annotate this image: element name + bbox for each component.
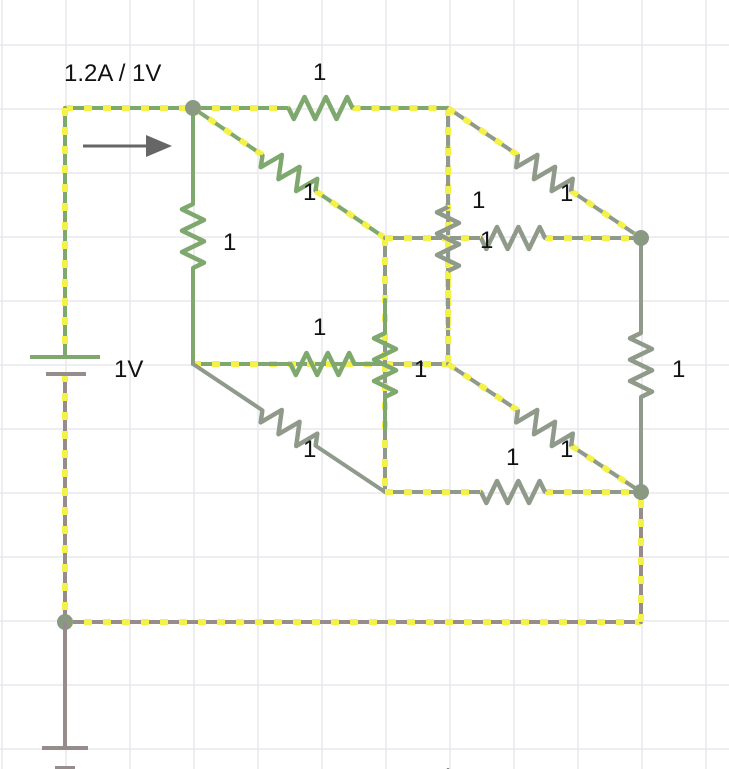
resistors <box>179 94 655 506</box>
resistor-label-r-top: 1 <box>313 59 326 86</box>
resistor-label-r-bottom-horiz: 1 <box>506 444 519 471</box>
resistor-r-top-icon[interactable] <box>286 94 355 122</box>
resistor-label-r-diag-ll: 1 <box>303 436 316 463</box>
ground-icon[interactable] <box>42 622 88 769</box>
resistor-label-r-diag-lr: 1 <box>560 436 573 463</box>
resistor-r-back-vert-icon[interactable] <box>434 204 462 274</box>
node-right-upper[interactable] <box>633 230 649 246</box>
resistor-label-r-left: 1 <box>223 229 236 256</box>
resistor-r-left-icon[interactable] <box>179 201 207 271</box>
resistor-r-mid-horiz-icon[interactable] <box>288 350 357 378</box>
resistor-label-r-right: 1 <box>672 356 685 383</box>
source-voltage-label: 1V <box>114 356 143 383</box>
resistor-label-r-back-vert: 1 <box>472 187 485 214</box>
resistor-label-r-inner-horiz: 1 <box>480 227 493 254</box>
resistor-r-diag-ur-icon[interactable] <box>513 152 576 194</box>
battery-icon[interactable] <box>30 355 100 376</box>
current-arrow-icon <box>83 135 172 157</box>
resistor-label-r-diag-ul: 1 <box>303 179 316 206</box>
resistor-r-center-vert-icon[interactable] <box>371 330 399 400</box>
resistor-labels: 1 1 1 1 1 1 1 1 1 1 1 1 <box>223 59 685 471</box>
node-top-left[interactable] <box>185 100 201 116</box>
resistor-r-bottom-horiz-icon[interactable] <box>478 478 548 506</box>
wires <box>62 105 644 625</box>
node-right-lower[interactable] <box>633 484 649 500</box>
resistor-r-right-icon[interactable] <box>627 330 655 400</box>
resistor-r-diag-lr-icon[interactable] <box>513 407 576 449</box>
resistor-label-r-diag-ur: 1 <box>560 180 573 207</box>
bottom-cut-label: 1 <box>441 764 454 769</box>
resistor-r-inner-horiz-icon[interactable] <box>478 224 548 252</box>
resistor-label-r-center-vert: 1 <box>414 356 427 383</box>
resistor-r-diag-ul-icon[interactable] <box>258 152 320 194</box>
circuit-title: 1.2A / 1V <box>64 60 161 87</box>
resistor-label-r-mid-horiz: 1 <box>313 314 326 341</box>
resistor-r-diag-ll-icon[interactable] <box>258 407 320 449</box>
